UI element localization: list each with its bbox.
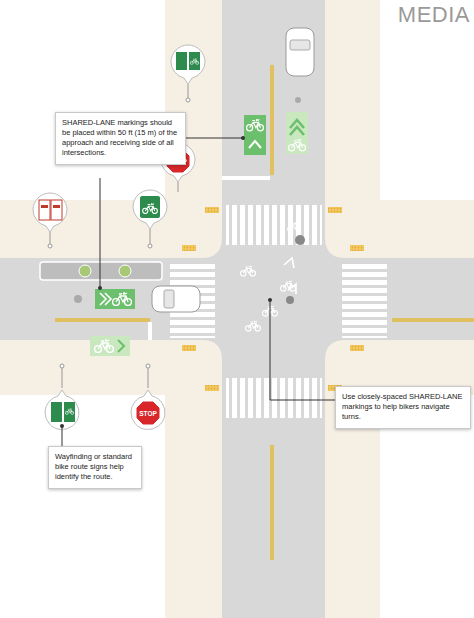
callout-text: Wayfinding or standard bike route signs …: [55, 452, 135, 482]
callout-box: Use closely-spaced SHARED-LANE markings …: [335, 386, 471, 429]
callout-text: SHARED-LANE markings should be placed wi…: [62, 118, 179, 159]
callout-text: Use closely-spaced SHARED-LANE markings …: [342, 392, 464, 422]
stop-sign-text: STOP: [139, 410, 157, 417]
stop-sign-text: STOP: [169, 158, 187, 165]
watermark: MEDIA: [398, 2, 470, 28]
callout-box: Wayfinding or standard bike route signs …: [48, 446, 142, 489]
callout-box: SHARED-LANE markings should be placed wi…: [55, 112, 186, 165]
